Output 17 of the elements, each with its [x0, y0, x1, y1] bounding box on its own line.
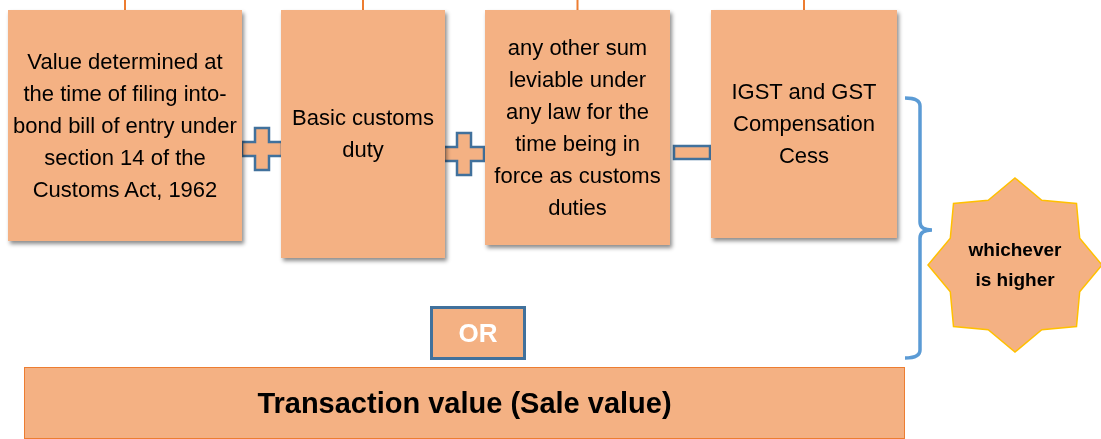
- connector-line: [362, 0, 364, 11]
- connector-line: [124, 0, 126, 11]
- value-box: [8, 10, 242, 241]
- node-text: any other sum leviable under any law for the time being in force as customs duties: [493, 33, 662, 222]
- node-text: whichever is higher: [967, 238, 1063, 292]
- node-text: Transaction value (Sale value): [257, 387, 672, 419]
- node-text: IGST and GST Compensation Cess: [730, 78, 878, 170]
- connector-line: [576, 0, 579, 11]
- or-box: [430, 306, 526, 360]
- sum-box: [485, 10, 670, 245]
- connector-line: [803, 0, 805, 11]
- duty-box: [281, 10, 445, 258]
- cess-box: [711, 10, 897, 238]
- node-text: Basic customs duty: [291, 104, 435, 164]
- node-text: Value determined at the time of filing into-bond bill of entry under section 14 of the Customs Act, 1962: [12, 47, 238, 204]
- node-text: OR: [458, 317, 498, 349]
- transaction-value-box: [24, 367, 905, 439]
